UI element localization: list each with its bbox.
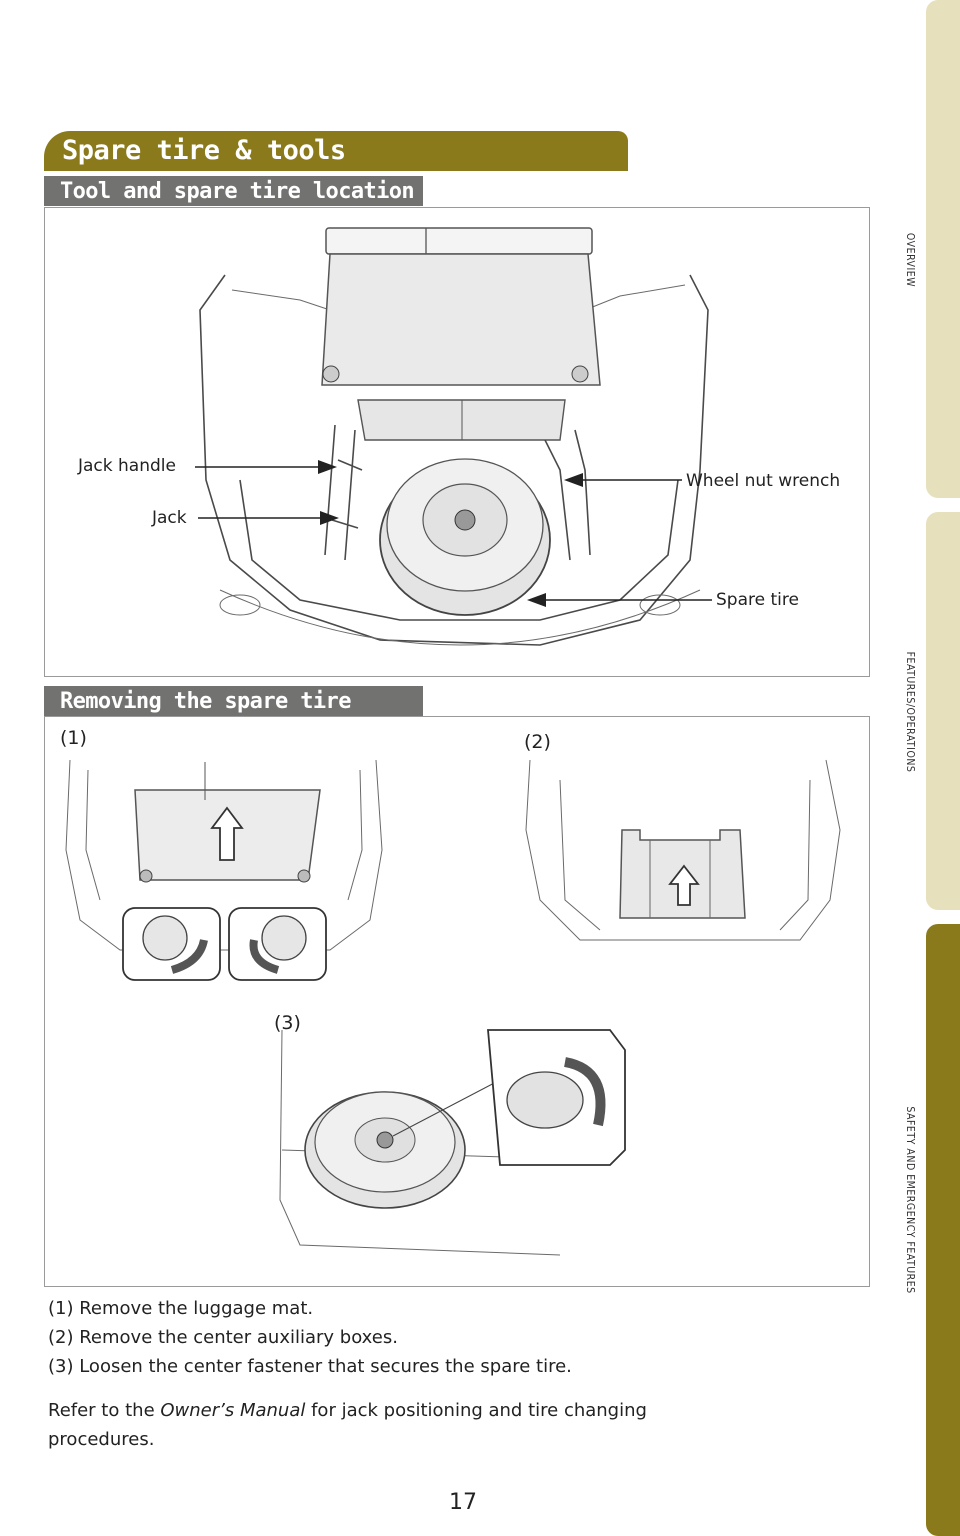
removal-steps-illustration [65, 759, 841, 1256]
cargo-area-illustration [195, 227, 712, 646]
reference-note-cont: procedures. [48, 1429, 155, 1450]
ref-post: for jack positioning and tire changing [305, 1400, 647, 1421]
section-heading-removing: Removing the spare tire [44, 686, 423, 716]
page-title: Spare tire & tools [44, 131, 628, 171]
owners-manual-ref: Owner’s Manual [160, 1400, 306, 1421]
reference-note: Refer to the Owner’s Manual for jack pos… [48, 1396, 908, 1425]
instruction-1: (1) Remove the luggage mat. [48, 1298, 314, 1319]
step-label-1: (1) [60, 727, 87, 749]
step-label-3: (3) [274, 1012, 301, 1034]
callout-wheel-nut-wrench: Wheel nut wrench [686, 471, 841, 491]
callout-jack-handle: Jack handle [78, 456, 176, 476]
instruction-3: (3) Loosen the center fastener that secu… [48, 1356, 572, 1377]
callout-spare-tire: Spare tire [716, 590, 799, 610]
tab-overview[interactable] [926, 0, 960, 498]
tab-features-operations[interactable] [926, 512, 960, 910]
page-number: 17 [449, 1490, 477, 1515]
section-heading-tool-location: Tool and spare tire location [44, 176, 423, 206]
step-label-2: (2) [524, 731, 551, 753]
ref-pre: Refer to the [48, 1400, 161, 1421]
instruction-2: (2) Remove the center auxiliary boxes. [48, 1327, 398, 1348]
tab-safety-emergency[interactable] [926, 924, 960, 1536]
callout-jack: Jack [152, 508, 187, 528]
instructions: (1) Remove the luggage mat. (2) Remove t… [48, 1294, 908, 1454]
side-tabs [926, 0, 960, 1536]
